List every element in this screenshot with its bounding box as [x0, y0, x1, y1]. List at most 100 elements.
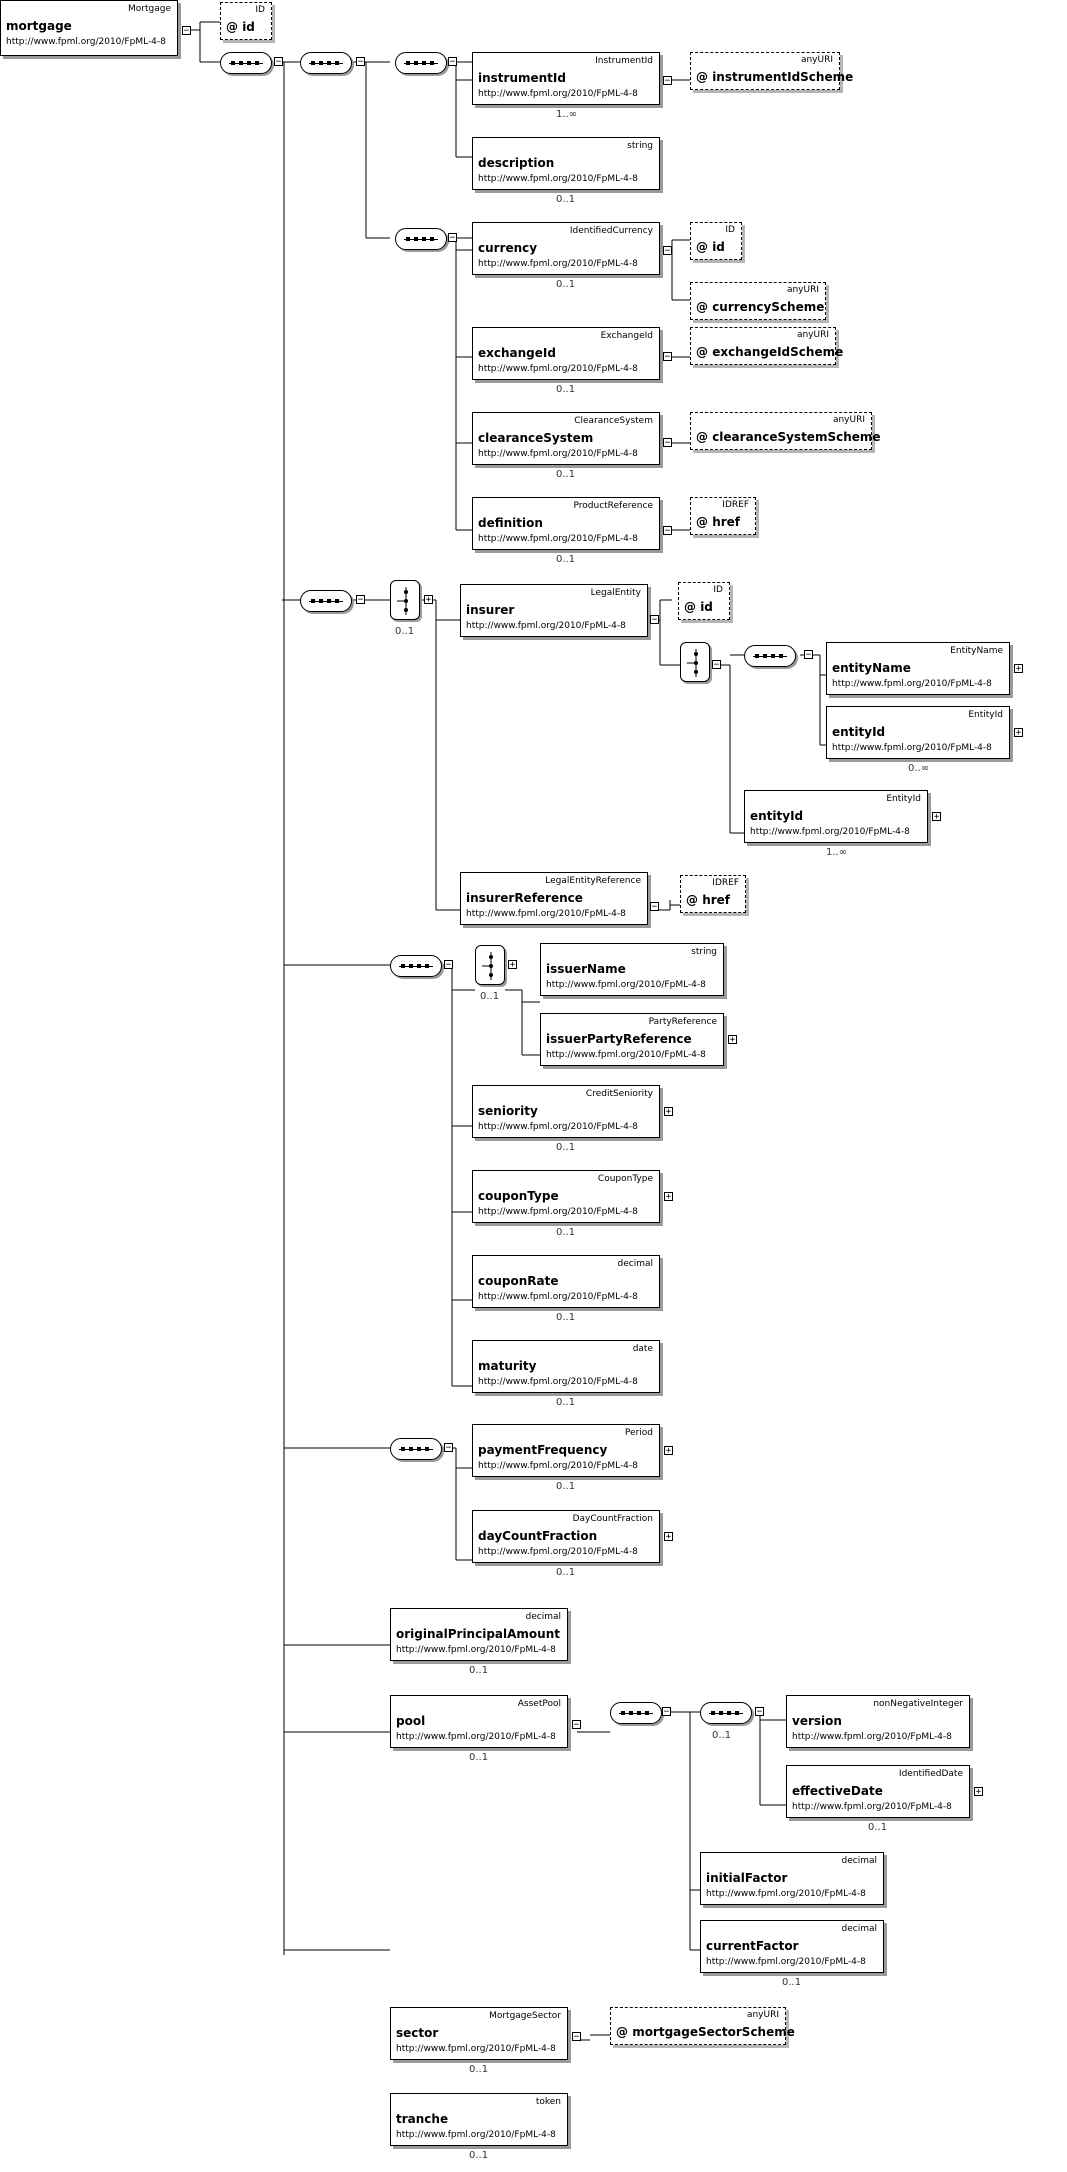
sequence-compositor[interactable] — [395, 228, 447, 250]
collapse-toggle[interactable]: − — [650, 615, 659, 625]
collapse-toggle[interactable]: − — [650, 902, 659, 912]
collapse-toggle[interactable]: − — [356, 595, 365, 605]
collapse-toggle[interactable]: − — [663, 352, 672, 362]
element-namespace: http://www.fpml.org/2010/FpML-4-8 — [546, 1050, 706, 1060]
collapse-toggle[interactable]: − — [663, 76, 672, 86]
sequence-compositor[interactable] — [300, 590, 352, 612]
element-name: entityId — [832, 725, 886, 739]
expand-toggle[interactable]: + — [664, 1532, 673, 1542]
sequence-compositor[interactable] — [220, 52, 272, 74]
collapse-toggle[interactable]: − — [712, 660, 721, 670]
attribute-definition_href[interactable]: IDREF@ href — [690, 497, 756, 535]
expand-toggle[interactable]: + — [508, 960, 517, 970]
cardinality-label: 0..1 — [556, 1567, 576, 1578]
sequence-compositor[interactable] — [390, 955, 442, 977]
choice-compositor[interactable] — [475, 945, 505, 985]
collapse-toggle[interactable]: − — [182, 26, 191, 36]
collapse-toggle[interactable]: − — [572, 2032, 581, 2042]
collapse-toggle[interactable]: − — [663, 526, 672, 536]
element-type: LegalEntityReference — [545, 876, 641, 886]
collapse-toggle[interactable]: − — [274, 57, 283, 67]
attribute-label: id — [700, 600, 713, 614]
collapse-toggle[interactable]: − — [356, 57, 365, 67]
element-name: version — [792, 1714, 842, 1728]
expand-toggle[interactable]: + — [664, 1107, 673, 1117]
expand-toggle[interactable]: + — [932, 812, 941, 822]
sequence-compositor[interactable] — [700, 1702, 752, 1724]
attribute-insurerReference_href[interactable]: IDREF@ href — [680, 875, 746, 913]
attribute-marker: @ — [696, 430, 708, 444]
collapse-toggle[interactable]: − — [804, 650, 813, 660]
expand-toggle[interactable]: + — [974, 1787, 983, 1797]
sequence-compositor[interactable] — [610, 1702, 662, 1724]
expand-toggle[interactable]: + — [664, 1446, 673, 1456]
expand-toggle[interactable]: + — [1014, 728, 1023, 738]
element-name: paymentFrequency — [478, 1443, 608, 1457]
element-type: string — [691, 947, 717, 957]
element-type: ProductReference — [573, 501, 654, 511]
element-namespace: http://www.fpml.org/2010/FpML-4-8 — [466, 909, 626, 919]
element-name: originalPrincipalAmount — [396, 1627, 560, 1641]
attribute-insurer_id[interactable]: ID@ id — [678, 582, 730, 620]
attribute-mortgageSectorScheme[interactable]: anyURI@ mortgageSectorScheme — [610, 2007, 795, 2045]
attribute-name: @ id — [226, 20, 255, 34]
choice-compositor[interactable] — [390, 580, 420, 620]
element-namespace: http://www.fpml.org/2010/FpML-4-8 — [478, 449, 638, 459]
expand-toggle[interactable]: + — [664, 1192, 673, 1202]
collapse-toggle[interactable]: − — [572, 1720, 581, 1730]
attribute-clearanceSystemScheme[interactable]: anyURI@ clearanceSystemScheme — [690, 412, 881, 450]
attribute-exchangeIdScheme[interactable]: anyURI@ exchangeIdScheme — [690, 327, 843, 365]
collapse-toggle[interactable]: − — [444, 1443, 453, 1453]
collapse-toggle[interactable]: − — [448, 233, 457, 243]
attribute-instrumentIdScheme[interactable]: anyURI@ instrumentIdScheme — [690, 52, 853, 90]
collapse-toggle[interactable]: − — [755, 1707, 764, 1717]
collapse-toggle[interactable]: − — [662, 1707, 671, 1717]
collapse-toggle[interactable]: − — [663, 246, 672, 256]
choice-compositor[interactable] — [680, 642, 710, 682]
expand-toggle[interactable]: + — [1014, 664, 1023, 674]
sequence-dot — [755, 654, 759, 658]
collapse-toggle[interactable]: − — [444, 960, 453, 970]
sequence-compositor[interactable] — [744, 645, 796, 667]
expand-toggle[interactable]: + — [728, 1035, 737, 1045]
sequence-compositor[interactable] — [390, 1438, 442, 1460]
collapse-toggle[interactable]: − — [663, 438, 672, 448]
attribute-mortgage_id[interactable]: ID@ id — [220, 2, 272, 40]
sequence-compositor[interactable] — [300, 52, 352, 74]
expand-toggle[interactable]: + — [424, 595, 433, 605]
attribute-currency_id[interactable]: ID@ id — [690, 222, 742, 260]
sequence-dot — [414, 61, 418, 65]
collapse-toggle[interactable]: − — [448, 57, 457, 67]
sequence-compositor[interactable] — [395, 52, 447, 74]
attribute-currencyScheme[interactable]: anyURI@ currencyScheme — [690, 282, 826, 320]
